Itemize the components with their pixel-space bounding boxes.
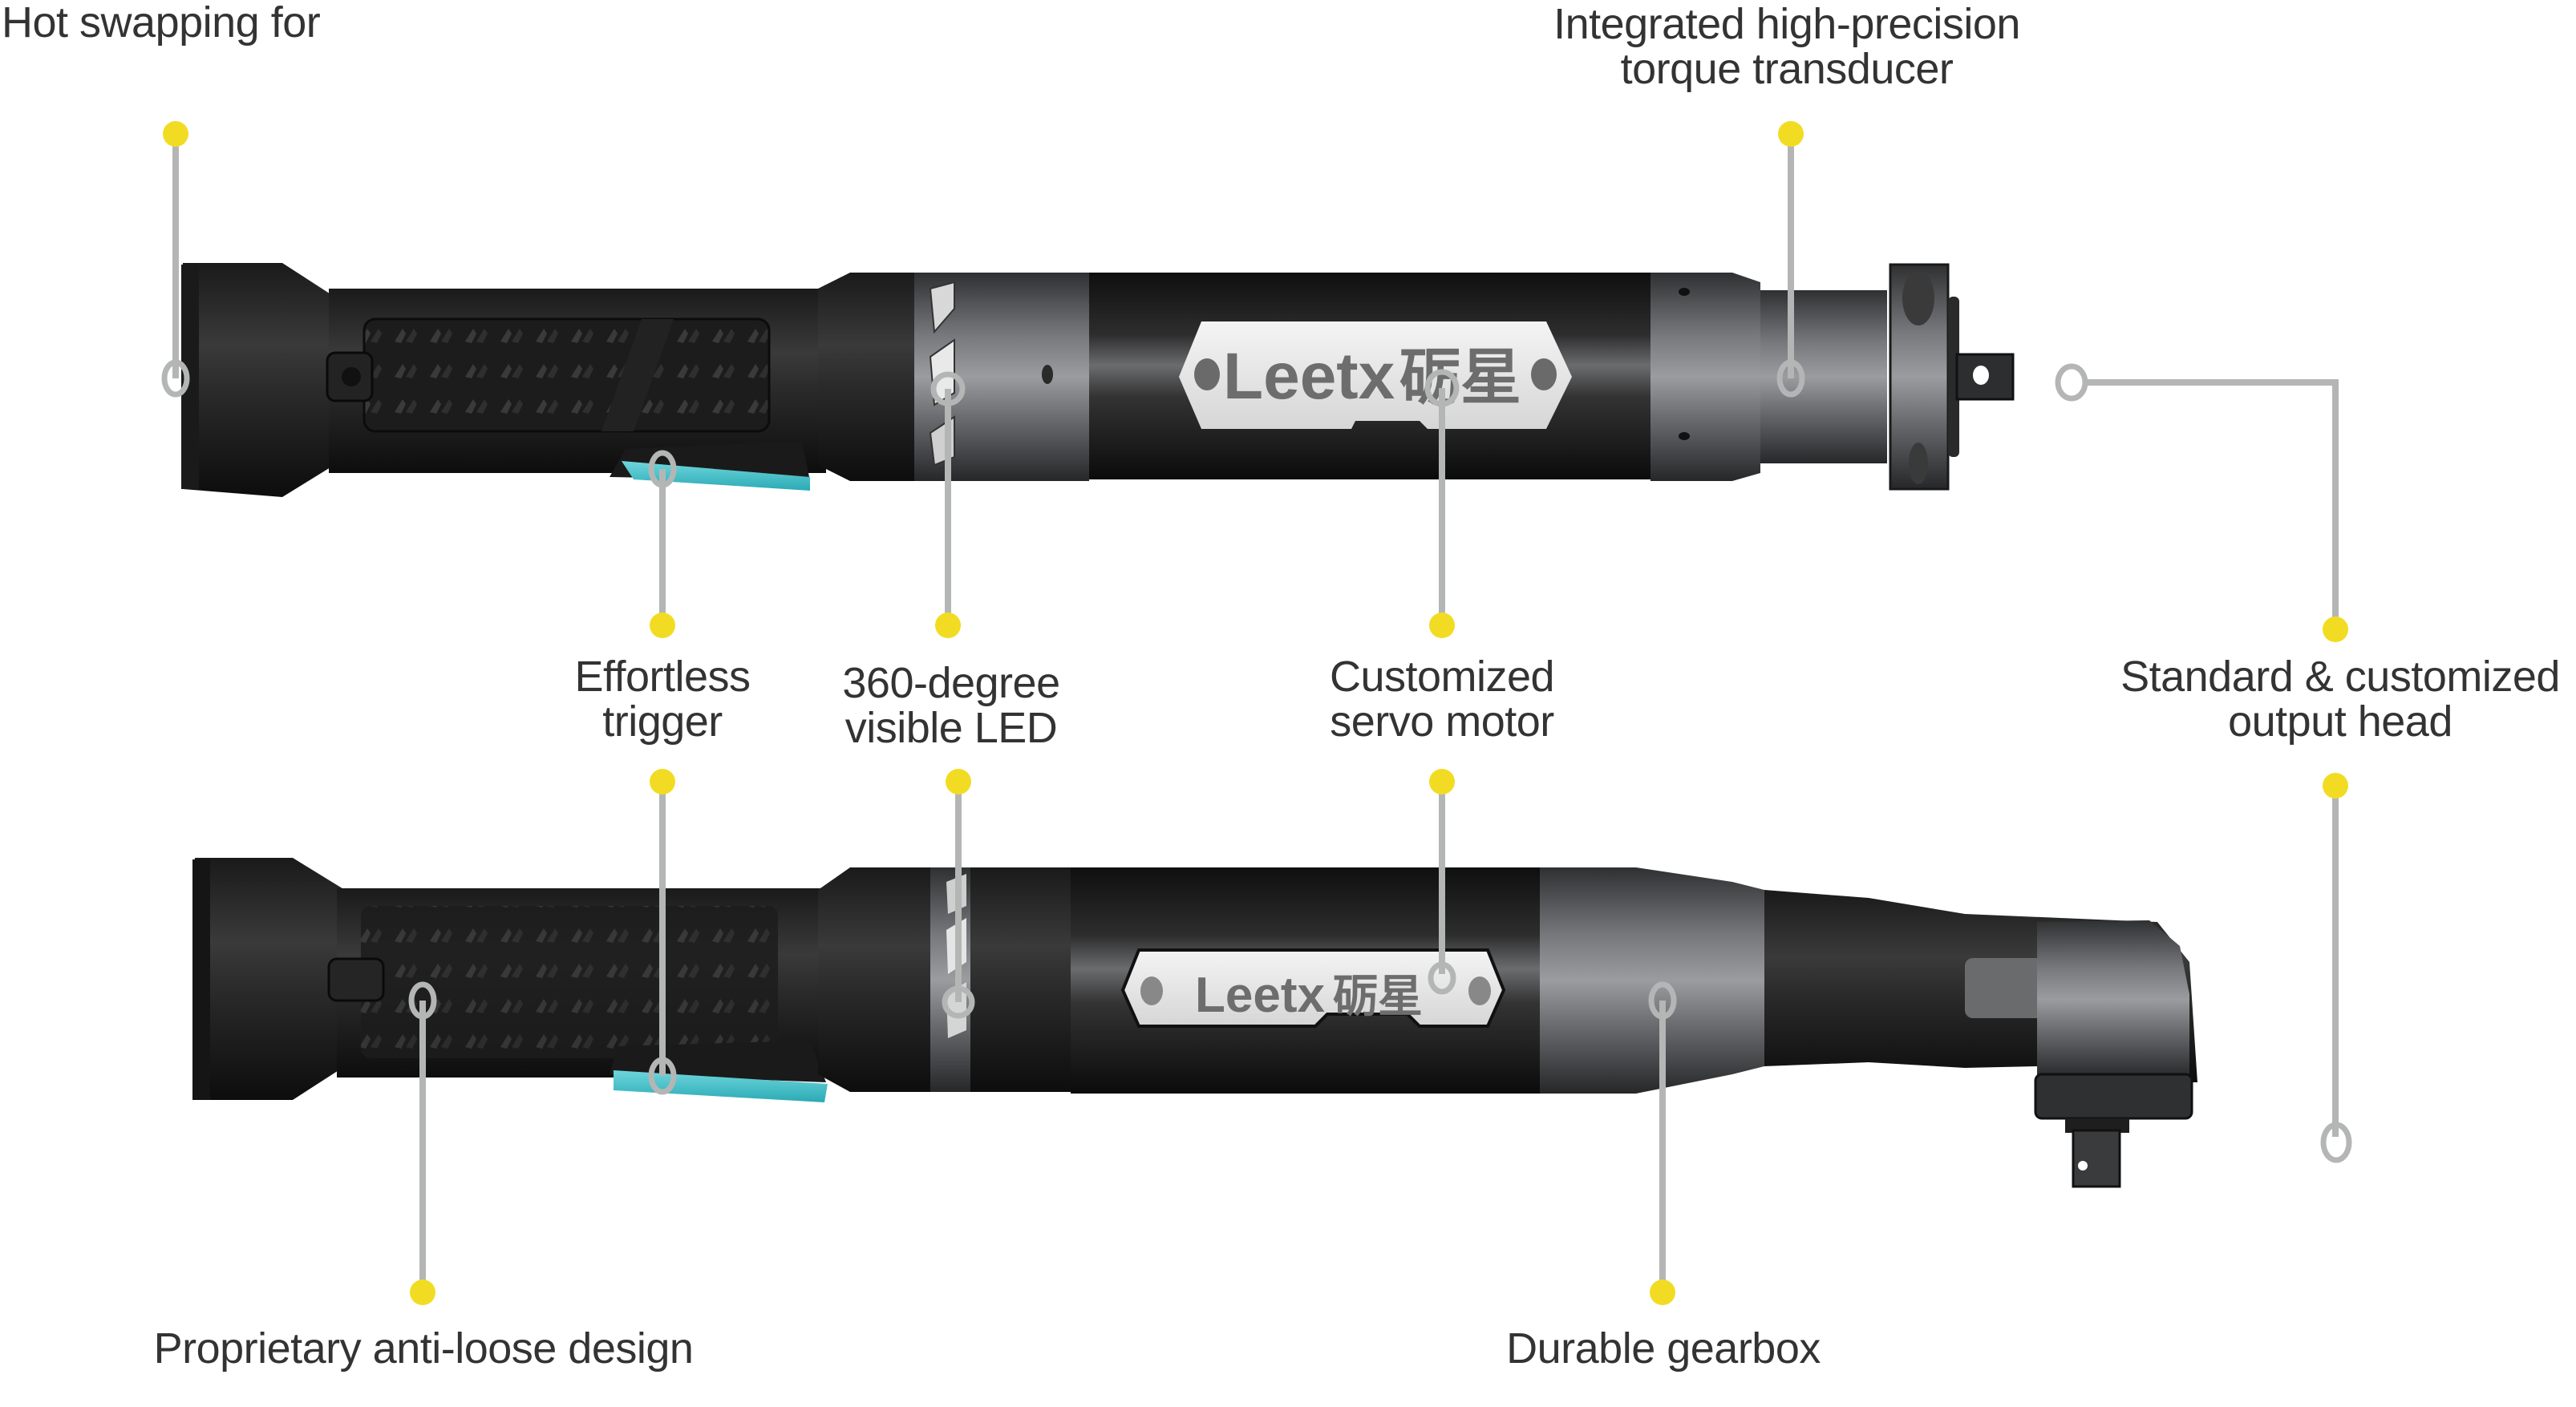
- end-cap-rim: [181, 265, 199, 489]
- dot-trigger-top: [650, 613, 675, 638]
- brand-plate: Leetx 砺星: [1179, 321, 1572, 429]
- dot-motor-top: [1429, 613, 1455, 638]
- grip-front-shoulder: [818, 273, 914, 481]
- anchor-hot-swap: [161, 359, 190, 398]
- dot-gearbox: [1650, 1280, 1675, 1305]
- anchor-led-top: [930, 371, 966, 406]
- battery-end-cap-2: [195, 858, 345, 1100]
- callout-hot-swap: Hot swapping for: [2, 0, 321, 46]
- callout-servo-motor: Customized servo motor: [1329, 653, 1555, 746]
- brand-plate-latin-2: Leetx: [1195, 968, 1325, 1023]
- anchor-output-top: [2055, 363, 2088, 402]
- callout-torque-transducer: Integrated high-precision torque transdu…: [1553, 2, 2020, 91]
- anchor-trigger-top: [648, 450, 677, 488]
- dot-motor-bottom: [1429, 769, 1455, 794]
- trigger-2: [614, 1070, 828, 1102]
- callout-gearbox: Durable gearbox: [1506, 1326, 1821, 1371]
- led-window-1: [929, 281, 955, 334]
- brand-plate-2: Leetx 砺星: [1120, 948, 1506, 1028]
- dot-torque: [1778, 121, 1804, 147]
- callout-led: 360-degree visible LED: [842, 659, 1060, 752]
- anchor-led-bottom: [942, 985, 975, 1019]
- callout-anti-loose-line-1: Proprietary anti-loose design: [153, 1324, 694, 1373]
- latch-hole: [342, 367, 361, 386]
- callout-trigger: Effortless trigger: [574, 653, 751, 746]
- trigger: [622, 461, 810, 491]
- anchor-output-bottom: [2320, 1122, 2352, 1163]
- square-drive: [1955, 353, 2015, 401]
- dot-anti-loose: [410, 1280, 435, 1305]
- callout-led-line-1: 360-degree: [842, 659, 1060, 707]
- angle-head-base: [2034, 1073, 2193, 1120]
- callout-trigger-line-1: Effortless: [574, 653, 751, 701]
- battery-end-cap: [183, 263, 337, 497]
- anchor-gearbox: [1648, 981, 1677, 1020]
- angle-head: [2037, 920, 2189, 1078]
- callout-torque-line-2: torque transducer: [1620, 45, 1954, 93]
- collar-screw: [1042, 365, 1053, 384]
- dot-trigger-bottom: [650, 769, 675, 794]
- callout-output-line-2: output head: [2228, 697, 2452, 746]
- callout-output-line-1: Standard & customized: [2120, 653, 2560, 701]
- dot-output-top: [2323, 617, 2348, 642]
- grip-logo-band: [601, 319, 674, 431]
- callout-gearbox-line-1: Durable gearbox: [1506, 1324, 1821, 1373]
- grip-texture-pad-2: [361, 906, 778, 1058]
- dot-led-top: [935, 613, 961, 638]
- anchor-motor-top: [1424, 369, 1460, 407]
- anchor-trigger-bottom: [648, 1057, 677, 1095]
- transducer-housing: [1651, 273, 1760, 481]
- callout-motor-line-1: Customized: [1329, 653, 1555, 701]
- callout-motor-line-2: servo motor: [1330, 697, 1554, 746]
- collar-2: [970, 867, 1071, 1092]
- dot-hot-swap: [163, 121, 188, 147]
- callout-anti-loose: Proprietary anti-loose design: [154, 1326, 694, 1371]
- callout-torque-line-1: Integrated high-precision: [1553, 0, 2020, 48]
- callout-trigger-line-2: trigger: [602, 697, 723, 746]
- grip-front-shoulder-2: [818, 867, 930, 1092]
- angle-tool: Leetx 砺星: [192, 858, 2197, 1188]
- anchor-motor-bottom: [1428, 961, 1456, 995]
- anchor-torque: [1776, 359, 1805, 398]
- brand-plate-chinese: 砺星: [1399, 344, 1521, 412]
- grip-texture-pad: [363, 317, 771, 433]
- brand-plate-chinese-2: 砺星: [1333, 971, 1423, 1021]
- anchor-anti-loose: [408, 981, 437, 1020]
- callout-hot-swap-line-1: Hot swapping for: [2, 0, 321, 46]
- wrench-flat: [1965, 958, 2053, 1018]
- brand-plate-latin: Leetx: [1223, 340, 1395, 413]
- callout-led-line-2: visible LED: [844, 704, 1058, 752]
- dot-led-bottom: [946, 769, 971, 794]
- anti-loose-latch-2: [327, 957, 385, 1002]
- straight-tool: Leetx 砺星: [181, 263, 2015, 497]
- callout-leaders: [161, 121, 2352, 1305]
- dot-output-bottom: [2323, 773, 2348, 799]
- square-drive-2: [2072, 1129, 2121, 1188]
- gearbox-housing: [1540, 867, 1764, 1094]
- callout-output-head: Standard & customized output head: [2120, 654, 2560, 744]
- collar: [961, 273, 1089, 481]
